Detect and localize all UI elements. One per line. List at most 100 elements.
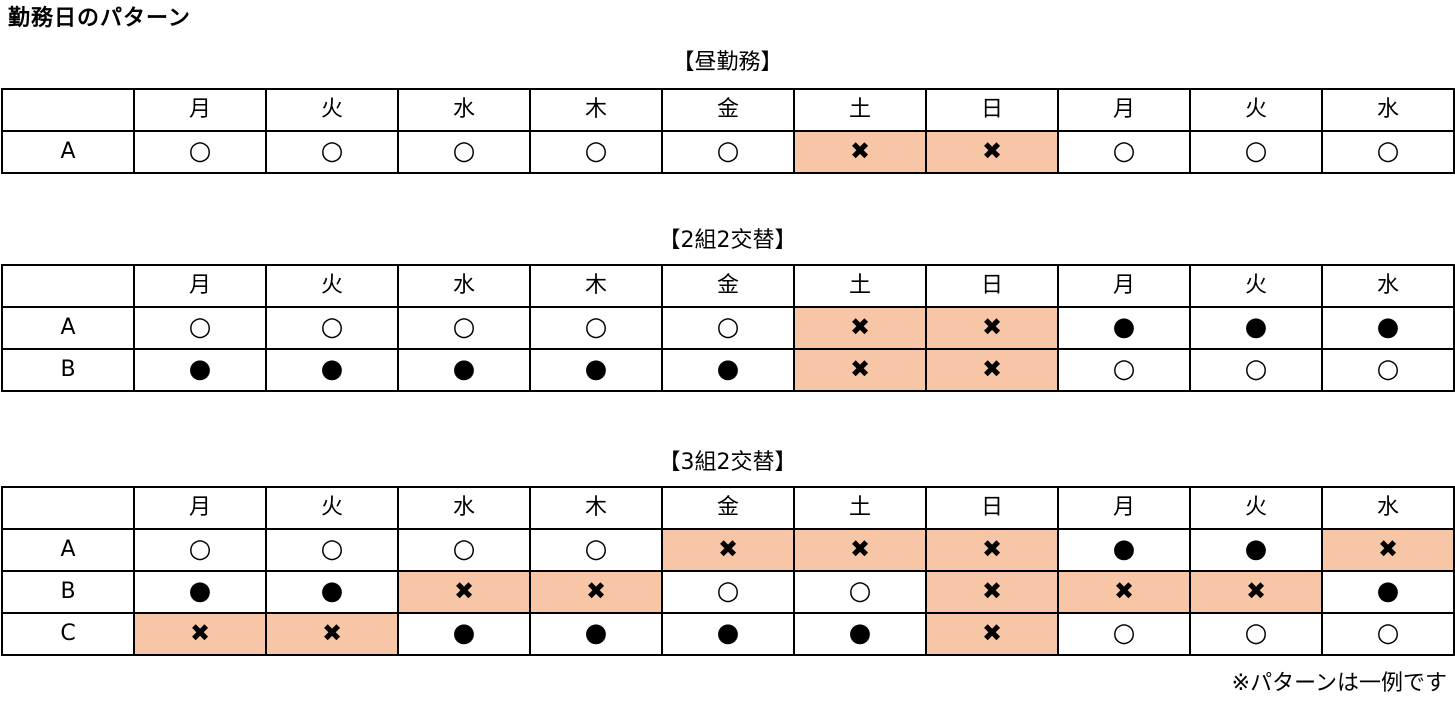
day-off-cell: ✖ — [925, 528, 1059, 572]
day-header: 火 — [265, 88, 399, 132]
work-mark: ○ — [1376, 618, 1400, 648]
work-cell: ○ — [661, 570, 795, 614]
table-row: B●●●●●✖✖○○○ — [1, 348, 1455, 392]
work-mark: ○ — [1244, 618, 1268, 648]
day-header: 月 — [133, 486, 267, 530]
work-mark: ○ — [1112, 618, 1136, 648]
day-header: 木 — [529, 486, 663, 530]
day-header: 水 — [397, 486, 531, 530]
day-off-mark: ✖ — [981, 577, 1003, 605]
shift-mark: ● — [1376, 312, 1400, 342]
corner-cell — [1, 88, 135, 132]
header-row: 月火水木金土日月火水 — [1, 88, 1455, 132]
work-cell: ○ — [793, 570, 927, 614]
day-off-cell: ✖ — [925, 348, 1059, 392]
corner-cell — [1, 264, 135, 308]
day-header: 土 — [793, 88, 927, 132]
shift-cell: ● — [1321, 306, 1455, 350]
shift-cell: ● — [133, 348, 267, 392]
day-header: 月 — [1057, 264, 1191, 308]
work-cell: ○ — [397, 528, 531, 572]
table-row: B●●✖✖○○✖✖✖● — [1, 570, 1455, 614]
work-mark: ○ — [452, 534, 476, 564]
table-row: C✖✖●●●●✖○○○ — [1, 612, 1455, 656]
section-title: 【3組2交替】 — [658, 450, 797, 475]
day-off-mark: ✖ — [849, 313, 871, 341]
work-cell: ○ — [133, 528, 267, 572]
shift-mark: ● — [1112, 312, 1136, 342]
day-off-cell: ✖ — [265, 612, 399, 656]
day-header: 水 — [397, 264, 531, 308]
day-off-cell: ✖ — [133, 612, 267, 656]
work-mark: ○ — [1376, 354, 1400, 384]
shift-mark: ● — [584, 618, 608, 648]
group-label: A — [1, 306, 135, 350]
shift-mark: ● — [1376, 576, 1400, 606]
shift-mark: ● — [1244, 534, 1268, 564]
day-off-mark: ✖ — [585, 577, 607, 605]
work-cell: ○ — [529, 528, 663, 572]
work-mark: ○ — [320, 534, 344, 564]
day-off-mark: ✖ — [189, 619, 211, 647]
work-cell: ○ — [661, 306, 795, 350]
shift-cell: ● — [1189, 528, 1323, 572]
shift-cell: ● — [265, 348, 399, 392]
work-mark: ○ — [452, 136, 476, 166]
work-cell: ○ — [529, 306, 663, 350]
work-mark: ○ — [188, 136, 212, 166]
work-mark: ○ — [584, 312, 608, 342]
shift-cell: ● — [529, 348, 663, 392]
shift-cell: ● — [661, 348, 795, 392]
day-off-mark: ✖ — [717, 535, 739, 563]
page-title: 勤務日のパターン — [8, 6, 191, 31]
day-header: 月 — [133, 88, 267, 132]
day-off-cell: ✖ — [793, 348, 927, 392]
day-header: 土 — [793, 486, 927, 530]
day-off-mark: ✖ — [849, 137, 871, 165]
work-cell: ○ — [1057, 348, 1191, 392]
table-row: A○○○○✖✖✖●●✖ — [1, 528, 1455, 572]
day-off-mark: ✖ — [981, 313, 1003, 341]
day-header: 木 — [529, 264, 663, 308]
shift-mark: ● — [1244, 312, 1268, 342]
work-mark: ○ — [848, 576, 872, 606]
work-mark: ○ — [1112, 354, 1136, 384]
shift-mark: ● — [188, 354, 212, 384]
work-mark: ○ — [1112, 136, 1136, 166]
shift-cell: ● — [1189, 306, 1323, 350]
shift-mark: ● — [848, 618, 872, 648]
day-off-mark: ✖ — [849, 535, 871, 563]
shift-mark: ● — [716, 618, 740, 648]
section-title: 【昼勤務】 — [672, 50, 783, 75]
work-cell: ○ — [529, 130, 663, 174]
work-mark: ○ — [1244, 354, 1268, 384]
work-mark: ○ — [1244, 136, 1268, 166]
day-header: 水 — [1321, 264, 1455, 308]
work-mark: ○ — [716, 576, 740, 606]
day-off-cell: ✖ — [793, 528, 927, 572]
shift-mark: ● — [452, 618, 476, 648]
work-cell: ○ — [1189, 612, 1323, 656]
section-title: 【2組2交替】 — [658, 228, 797, 253]
day-header: 金 — [661, 486, 795, 530]
day-off-mark: ✖ — [321, 619, 343, 647]
work-cell: ○ — [1189, 130, 1323, 174]
day-header: 金 — [661, 88, 795, 132]
day-header: 月 — [1057, 88, 1191, 132]
day-off-cell: ✖ — [397, 570, 531, 614]
day-off-mark: ✖ — [453, 577, 475, 605]
day-header: 火 — [265, 264, 399, 308]
shift-mark: ● — [320, 576, 344, 606]
day-header: 水 — [1321, 486, 1455, 530]
group-label: C — [1, 612, 135, 656]
footnote: ※パターンは一例です — [1231, 671, 1447, 696]
shift-mark: ● — [716, 354, 740, 384]
day-header: 火 — [265, 486, 399, 530]
day-off-cell: ✖ — [925, 570, 1059, 614]
work-cell: ○ — [397, 130, 531, 174]
day-header: 金 — [661, 264, 795, 308]
day-off-cell: ✖ — [1189, 570, 1323, 614]
work-cell: ○ — [1321, 612, 1455, 656]
